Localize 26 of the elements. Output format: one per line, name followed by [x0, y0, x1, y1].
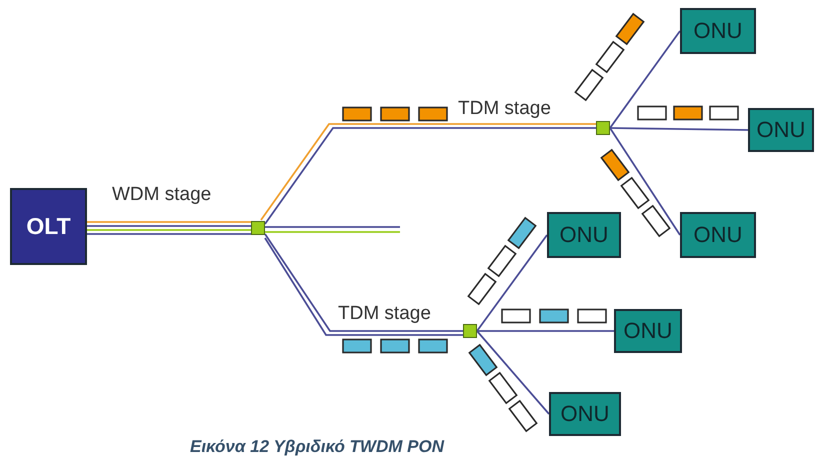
figure-caption: Εικόνα 12 Υβριδικό TWDM PON	[190, 437, 444, 457]
fiber-line	[87, 233, 251, 235]
splitter-square	[251, 221, 265, 235]
fiber-line	[609, 30, 681, 129]
splitter-square	[463, 324, 477, 338]
fiber-line	[610, 127, 748, 131]
fiber-line	[87, 229, 251, 231]
fiber-line	[477, 330, 614, 332]
fiber-line	[476, 330, 550, 415]
onu-box: ONU	[549, 392, 621, 436]
onu-box: ONU	[614, 309, 682, 353]
splitter-square	[596, 121, 610, 135]
onu-box: ONU	[680, 212, 756, 258]
onu-box: ONU	[547, 212, 621, 258]
fiber-line	[476, 234, 548, 332]
stage-label: TDM stage	[338, 303, 431, 325]
onu-box: ONU	[748, 108, 814, 152]
fiber-line	[87, 221, 251, 223]
fiber-line	[265, 231, 400, 233]
fiber-line	[265, 226, 400, 228]
stage-label: TDM stage	[458, 98, 551, 120]
stage-label: WDM stage	[112, 184, 212, 206]
olt-box: OLT	[10, 188, 87, 265]
fiber-line	[609, 128, 681, 236]
onu-box: ONU	[680, 8, 756, 54]
fiber-line	[87, 225, 251, 227]
